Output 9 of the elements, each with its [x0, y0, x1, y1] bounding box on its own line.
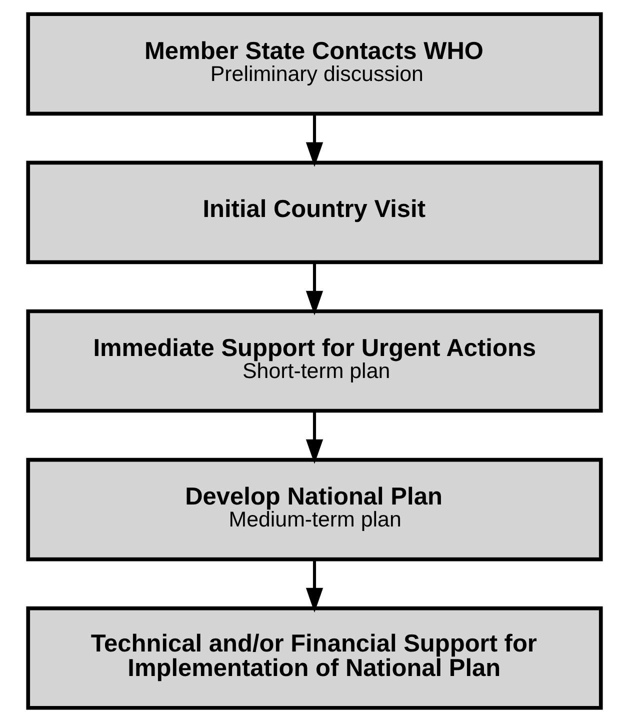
node-box: Develop National Plan Medium-term plan — [26, 458, 603, 562]
arrow — [306, 410, 324, 464]
node-box: Member State Contacts WHO Preliminary discussion — [26, 12, 603, 116]
node-box: Initial Country Visit — [26, 160, 603, 264]
arrow — [306, 560, 324, 612]
arrow — [306, 114, 324, 167]
node-box: Technical and/or Financial Support for Implementation of National Plan — [26, 606, 603, 710]
node-box: Immediate Support for Urgent Actions Short-term plan — [26, 309, 603, 413]
arrow — [306, 262, 324, 316]
